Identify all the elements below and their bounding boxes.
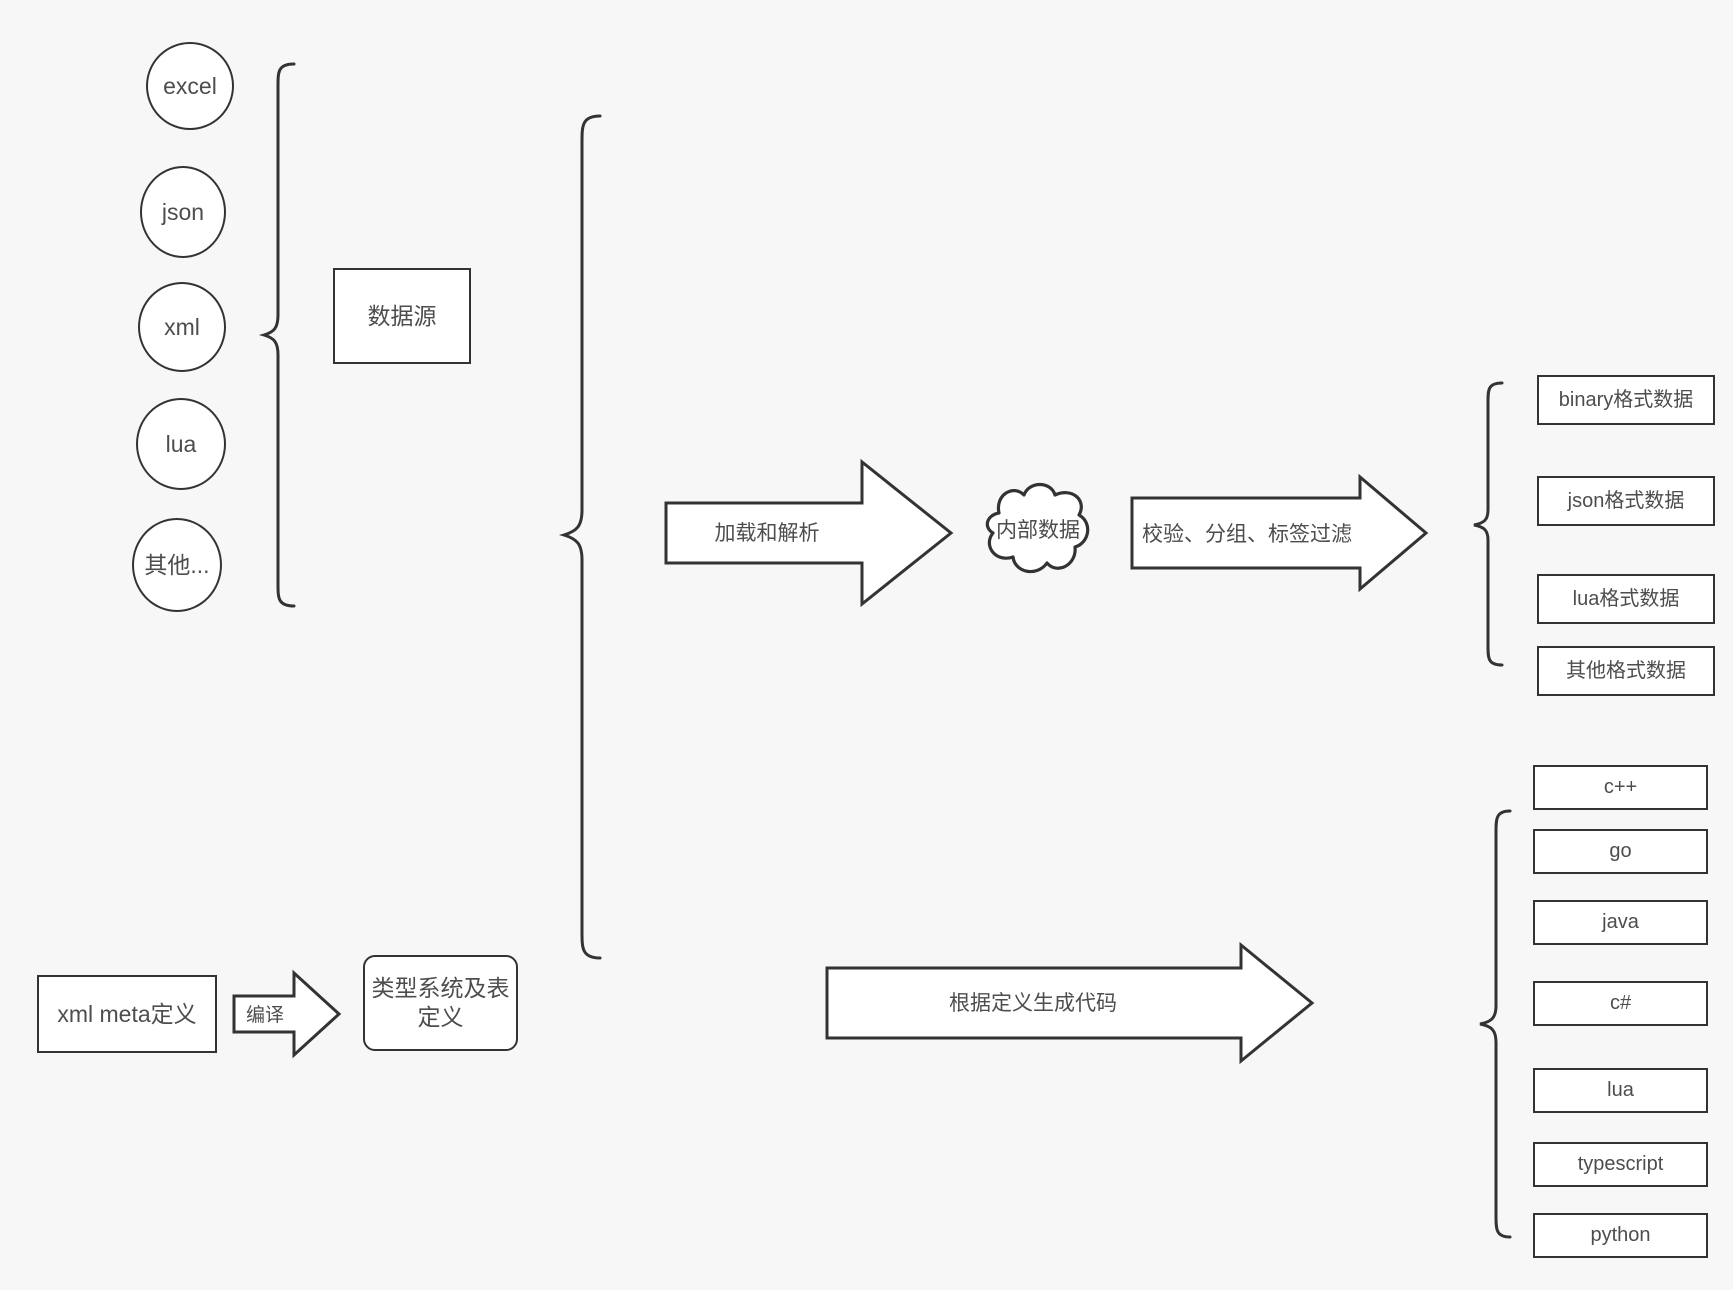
codegen-arrow[interactable] — [825, 941, 1315, 1065]
pipeline-input-brace — [558, 114, 602, 960]
output-language-label: typescript — [1577, 1153, 1664, 1175]
output-language-box-lua[interactable]: lua — [1533, 1068, 1708, 1113]
output-format-box-lua[interactable]: lua格式数据 — [1537, 574, 1715, 624]
data-source-group-box[interactable]: 数据源 — [333, 268, 471, 364]
cloud-text: 内部数据 — [996, 519, 1080, 542]
output-format-label: lua格式数据 — [1572, 587, 1680, 610]
type-system-box[interactable]: 类型系统及表定义 — [363, 955, 518, 1051]
output-language-box-csharp[interactable]: c# — [1533, 981, 1708, 1026]
data-source-node-xml[interactable]: xml — [138, 282, 226, 372]
output-format-box-other[interactable]: 其他格式数据 — [1537, 646, 1715, 696]
internal-data-label: 内部数据 — [977, 512, 1099, 546]
data-source-node-lua[interactable]: lua — [136, 398, 226, 490]
output-language-label: python — [1590, 1224, 1651, 1246]
xml-meta-definition-box[interactable]: xml meta定义 — [37, 975, 217, 1053]
output-format-label: binary格式数据 — [1558, 388, 1694, 411]
output-format-box-binary[interactable]: binary格式数据 — [1537, 375, 1715, 425]
load-parse-arrow[interactable] — [664, 458, 954, 608]
output-language-label: c# — [1609, 992, 1632, 1014]
data-source-label: lua — [165, 430, 197, 457]
output-language-box-java[interactable]: java — [1533, 900, 1708, 945]
output-language-box-python[interactable]: python — [1533, 1213, 1708, 1258]
data-source-node-other[interactable]: 其他... — [132, 518, 222, 612]
compile-arrow[interactable] — [232, 969, 342, 1059]
output-language-box-typescript[interactable]: typescript — [1533, 1142, 1708, 1187]
data-source-label: 其他... — [144, 551, 210, 578]
data-source-label: json — [161, 198, 205, 225]
data-source-node-excel[interactable]: excel — [146, 42, 234, 130]
output-format-label: 其他格式数据 — [1566, 659, 1686, 682]
output-format-box-json[interactable]: json格式数据 — [1537, 476, 1715, 526]
data-source-node-json[interactable]: json — [140, 166, 226, 258]
xml-meta-definition-label: xml meta定义 — [57, 1000, 197, 1027]
output-language-label: c++ — [1603, 776, 1638, 798]
output-language-box-go[interactable]: go — [1533, 829, 1708, 874]
output-language-box-cpp[interactable]: c++ — [1533, 765, 1708, 810]
output-language-label: java — [1602, 911, 1639, 933]
data-source-brace — [258, 62, 296, 608]
internal-data-cloud[interactable] — [977, 479, 1099, 579]
output-language-label: lua — [1607, 1079, 1634, 1101]
validate-group-filter-arrow[interactable] — [1130, 473, 1430, 593]
output-languages-brace — [1479, 809, 1512, 1239]
data-source-group-label: 数据源 — [367, 302, 437, 329]
type-system-label: 类型系统及表定义 — [371, 975, 510, 1030]
output-language-label: go — [1609, 840, 1632, 862]
data-source-label: excel — [163, 72, 217, 99]
output-formats-brace — [1473, 381, 1504, 667]
data-source-label: xml — [164, 313, 200, 340]
output-format-label: json格式数据 — [1567, 489, 1685, 512]
